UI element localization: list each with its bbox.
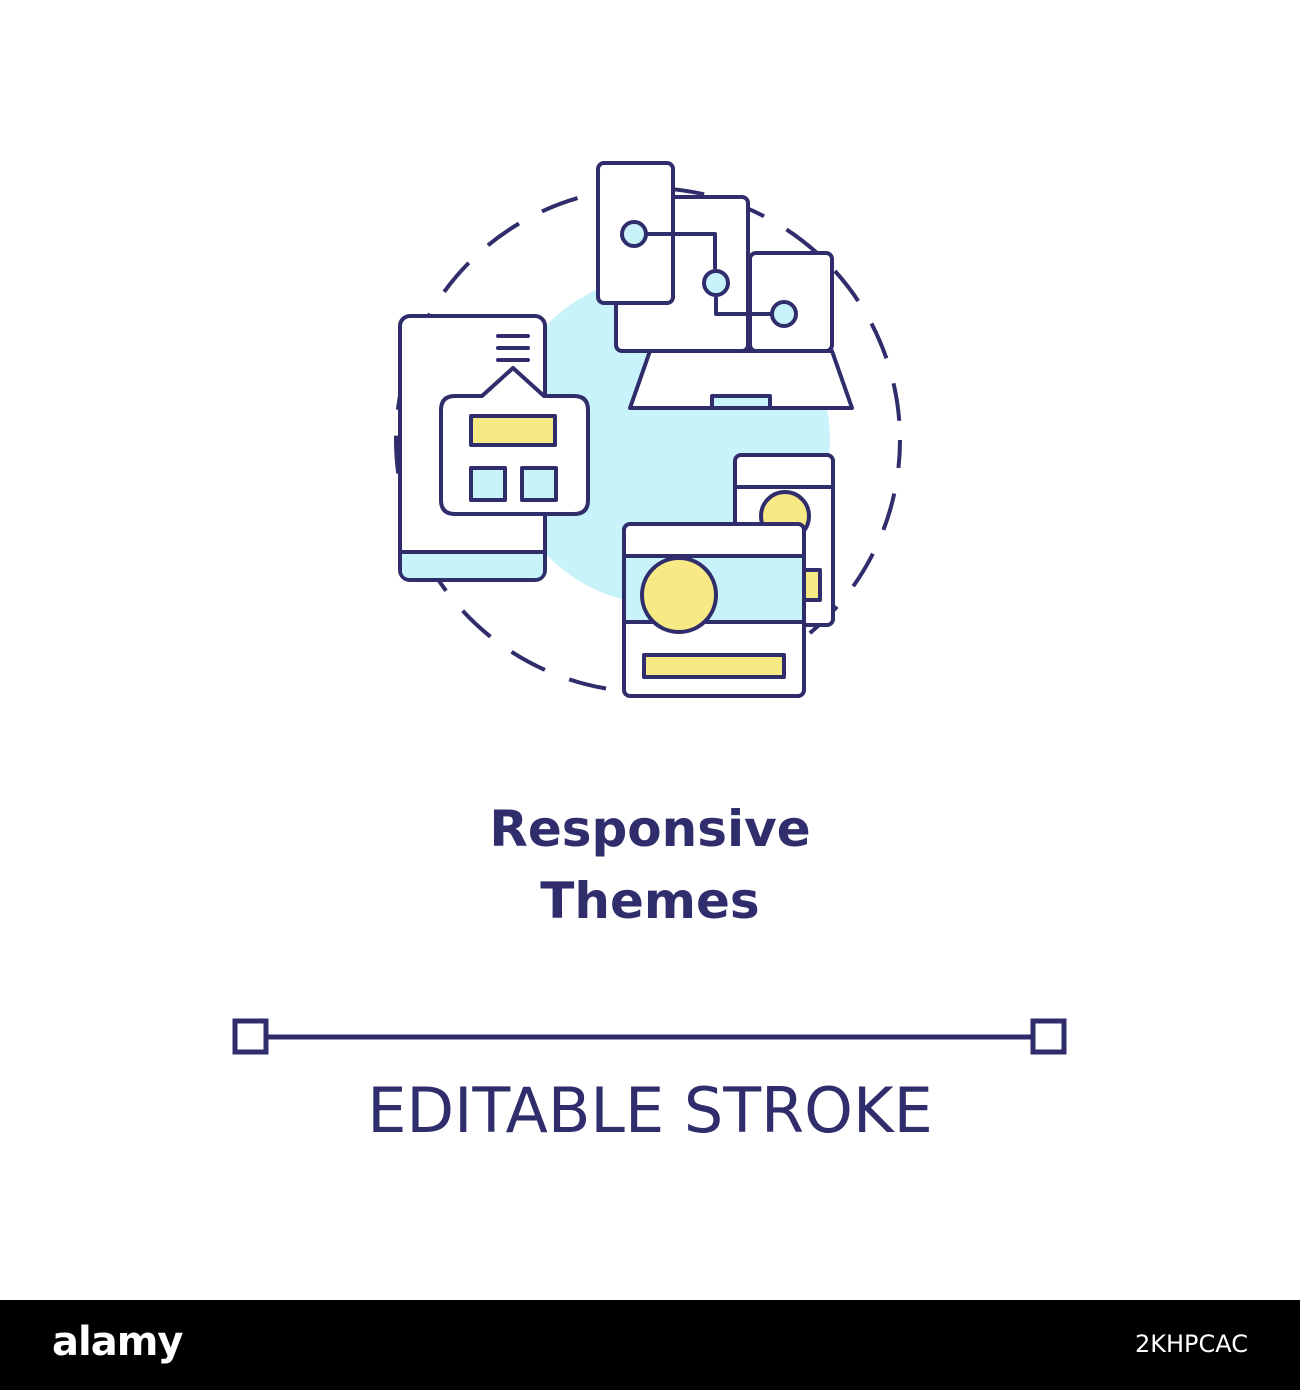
smartphone-icon bbox=[398, 314, 590, 582]
editable-stroke-label: EDITABLE STROKE bbox=[367, 1074, 933, 1147]
concept-title-line-2: Themes bbox=[540, 872, 760, 930]
brand-logo: alamy bbox=[52, 1319, 183, 1365]
card-layout-icon bbox=[622, 453, 835, 698]
footer-bar: alamy 2KHPCAC bbox=[0, 1300, 1300, 1390]
concept-title-line-1: Responsive bbox=[489, 800, 811, 858]
responsive-themes-icon bbox=[232, 161, 1067, 1055]
laptop-icon bbox=[596, 161, 854, 410]
editable-stroke-line bbox=[232, 1018, 1067, 1055]
image-id: 2KHPCAC bbox=[1134, 1330, 1248, 1358]
